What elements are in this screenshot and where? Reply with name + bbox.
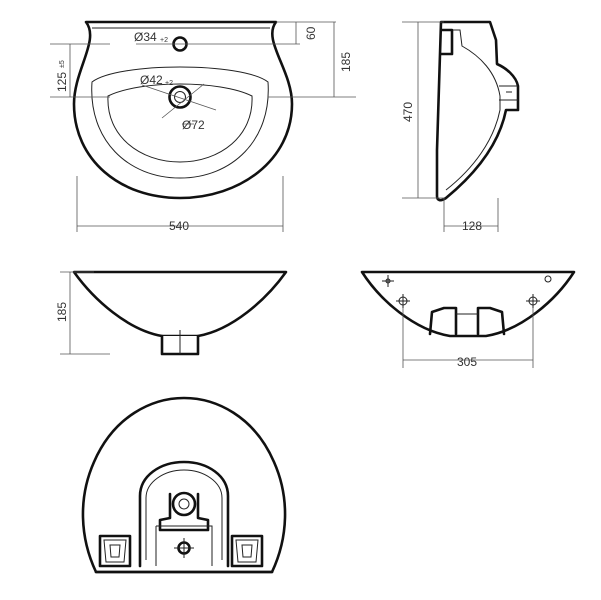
label-hole-small-tol: +2 (160, 37, 168, 44)
front-view-bowl (72, 270, 288, 338)
label-185-top: 185 (339, 52, 353, 72)
label-125: 125 (55, 72, 69, 92)
rear-view-outline (360, 270, 576, 338)
drain-hole-outer (168, 85, 192, 109)
bottom-view (81, 396, 287, 574)
dim-305-lines (402, 308, 534, 368)
label-hole-main-tol: +2 (165, 80, 173, 87)
bottom-view-inner-arch (138, 460, 230, 568)
small-hole-marker (544, 275, 552, 283)
side-view-back-bracket (439, 28, 454, 56)
top-view-outline (72, 20, 294, 200)
top-view: Ø34 +2 Ø42 +2 Ø72 60 185 125 ±5 540 (50, 20, 356, 233)
leader-lines (136, 43, 217, 125)
side-view-drain (499, 85, 518, 101)
tap-hole-marker (382, 275, 394, 287)
rear-view: 305 (360, 270, 576, 369)
label-305: 305 (457, 355, 477, 369)
dim-470-lines (402, 21, 444, 199)
label-128: 128 (462, 219, 482, 233)
dim-60-lines (212, 21, 336, 45)
bottom-view-outline (81, 396, 287, 574)
top-view-bowl-rim (91, 66, 269, 179)
dim-540-lines (76, 176, 284, 232)
label-470: 470 (401, 102, 415, 122)
label-hole-small: Ø34 (134, 30, 157, 44)
bottom-view-overflow (155, 525, 213, 566)
dim-185-front-lines (60, 271, 110, 355)
label-185-front: 185 (55, 302, 69, 322)
mount-hole-left (396, 294, 410, 308)
drain-hole-inner (174, 91, 186, 103)
top-view-bowl-inner (107, 83, 253, 163)
bracket-right (230, 534, 264, 568)
dim-185-top-lines (268, 22, 356, 98)
label-125-tol: ±5 (59, 60, 66, 68)
side-view-wall (445, 29, 501, 191)
label-drain: Ø72 (182, 118, 205, 132)
dim-125-lines (50, 43, 110, 98)
label-60: 60 (304, 26, 318, 40)
label-540: 540 (169, 219, 189, 233)
rear-view-outlet (428, 306, 506, 336)
bottom-tap-cross (174, 538, 194, 558)
bottom-drain-outer (171, 491, 197, 517)
bottom-drain-inner (178, 498, 190, 510)
side-view-outline (435, 20, 520, 202)
front-view: 185 (55, 270, 288, 356)
label-hole-main: Ø42 (140, 73, 163, 87)
bracket-left (98, 534, 132, 568)
bottom-view-channel (158, 492, 210, 532)
dim-128-lines (443, 198, 499, 232)
mount-hole-right (526, 294, 540, 308)
bottom-view-inner-arch-thin (145, 469, 223, 560)
side-view: 470 128 (401, 20, 520, 233)
